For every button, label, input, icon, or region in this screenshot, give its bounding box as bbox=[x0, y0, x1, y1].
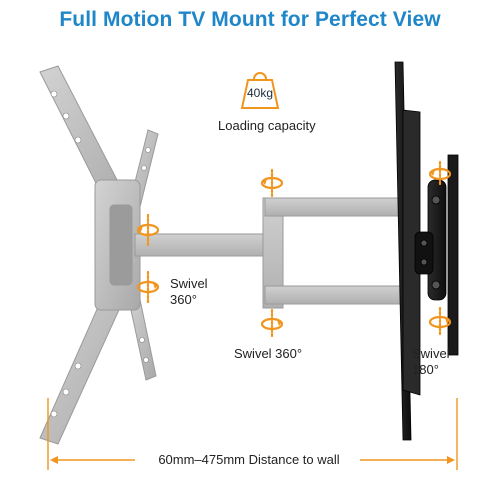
rotation-arrow-icon bbox=[136, 160, 452, 340]
weight-caption: Loading capacity bbox=[218, 118, 316, 133]
weight-icon bbox=[240, 72, 280, 109]
vesa-plate bbox=[39, 65, 159, 445]
swivel-right-label: Swivel 180° bbox=[412, 346, 450, 378]
distance-dimension bbox=[47, 398, 458, 470]
swivel-left-line2: 360° bbox=[170, 292, 197, 307]
swivel-middle-label: Swivel 360° bbox=[234, 346, 303, 361]
articulating-arms bbox=[134, 197, 406, 309]
page-title: Full Motion TV Mount for Perfect View bbox=[59, 8, 441, 31]
swivel-right-line2: 180° bbox=[412, 362, 439, 377]
weight-value: 40kg bbox=[246, 86, 274, 100]
wall-bracket bbox=[394, 61, 459, 441]
swivel-right-line1: Swivel bbox=[412, 346, 450, 361]
arrow-heads bbox=[138, 170, 450, 326]
distance-label: 60mm–475mm Distance to wall bbox=[158, 452, 340, 467]
swivel-left-line1: Swivel bbox=[170, 276, 208, 291]
vesa-holes bbox=[50, 90, 151, 418]
swivel-left-label: Swivel 360° bbox=[170, 276, 208, 308]
